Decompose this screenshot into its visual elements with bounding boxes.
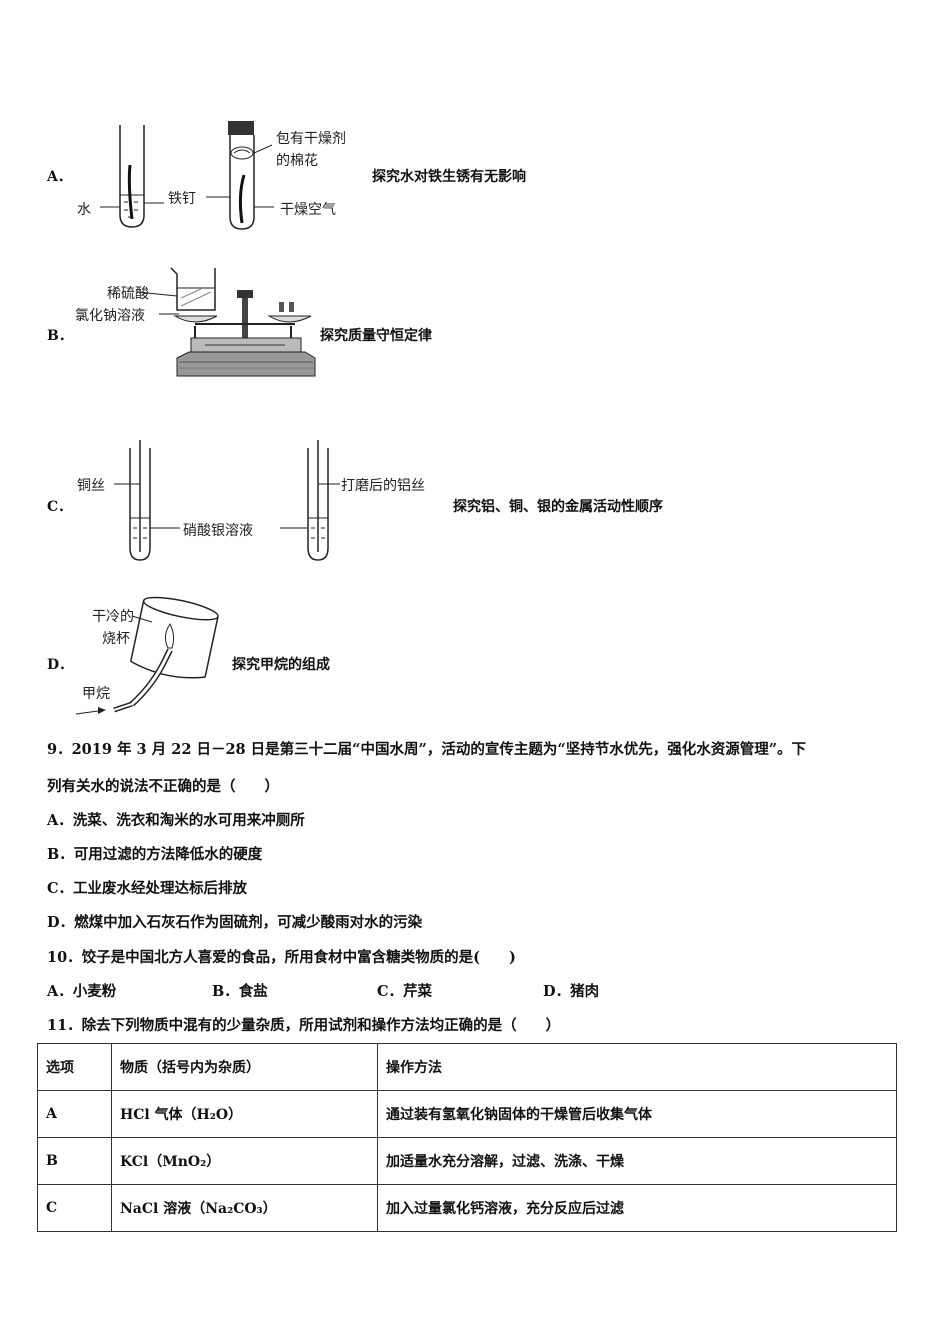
label-water: 水 [77, 202, 91, 218]
option-d-letter: D． [47, 657, 74, 673]
header-substance: 物质（括号内为杂质） [111, 1043, 378, 1091]
label-dry-cold-1: 干冷的 [92, 609, 134, 625]
row-option: C [37, 1184, 112, 1232]
table-row: B KCl（MnO₂） 加适量水充分溶解，过滤、洗涤、干燥 [37, 1137, 897, 1185]
q11-stem: 11．除去下列物质中混有的少量杂质，所用试剂和操作方法均正确的是（ ） [47, 1017, 561, 1034]
table-row: A HCl 气体（H₂O） 通过装有氢氧化钠固体的干燥管后收集气体 [37, 1090, 897, 1138]
option-a-letter: A． [47, 169, 72, 185]
option-d-description: 探究甲烷的组成 [232, 657, 330, 673]
row-method: 加适量水充分溶解，过滤、洗涤、干燥 [377, 1137, 897, 1185]
q10-option-a: A．小麦粉 [47, 983, 117, 1000]
label-dry-cold-2: 烧杯 [102, 631, 130, 647]
label-polished-aluminum-wire: 打磨后的铝丝 [341, 478, 425, 494]
table-row: C NaCl 溶液（Na₂CO₃） 加入过量氯化钙溶液，充分反应后过滤 [37, 1184, 897, 1232]
q10-option-d: D．猪肉 [543, 983, 600, 1000]
q9-option-b: B．可用过滤的方法降低水的硬度 [47, 846, 263, 863]
header-method: 操作方法 [377, 1043, 897, 1091]
row-substance: NaCl 溶液（Na₂CO₃） [111, 1184, 378, 1232]
row-option: B [37, 1137, 112, 1185]
q10-option-c: C．芹菜 [377, 983, 433, 1000]
label-dry-air: 干燥空气 [280, 202, 336, 218]
metal-activity-figure [114, 440, 340, 561]
option-c-description: 探究铝、铜、银的金属活动性顺序 [453, 499, 663, 515]
label-methane: 甲烷 [82, 686, 110, 702]
label-silver-nitrate-solution: 硝酸银溶液 [183, 523, 253, 539]
row-method: 加入过量氯化钙溶液，充分反应后过滤 [377, 1184, 897, 1232]
q9-stem-line2: 列有关水的说法不正确的是（ ） [47, 778, 279, 795]
q9-option-a: A．洗菜、洗衣和淘米的水可用来冲厕所 [47, 812, 305, 829]
option-c-letter: C． [47, 499, 73, 515]
option-a-description: 探究水对铁生锈有无影响 [372, 169, 526, 185]
q9-stem-line1: 9．2019 年 3 月 22 日－28 日是第三十二届“中国水周”，活动的宣传… [47, 741, 807, 758]
balance-figure [136, 267, 316, 377]
label-dilute-sulfuric-acid: 稀硫酸 [107, 286, 149, 302]
q9-option-c: C．工业废水经处理达标后排放 [47, 880, 248, 897]
row-substance: HCl 气体（H₂O） [111, 1090, 378, 1138]
option-b-letter: B． [47, 328, 73, 344]
q10-stem: 10．饺子是中国北方人喜爱的食品，所用食材中富含糖类物质的是( ) [47, 949, 516, 966]
header-option: 选项 [37, 1043, 112, 1091]
q10-option-b: B．食盐 [212, 983, 268, 1000]
row-option: A [37, 1090, 112, 1138]
q9-option-d: D．燃煤中加入石灰石作为固硫剂，可减少酸雨对水的污染 [47, 914, 423, 931]
label-iron-nail: 铁钉 [168, 191, 196, 207]
label-cotton-2: 的棉花 [276, 153, 318, 169]
label-copper-wire: 铜丝 [77, 478, 105, 494]
label-sodium-chloride-solution: 氯化钠溶液 [75, 308, 145, 324]
purification-table: 选项 物质（括号内为杂质） 操作方法 A HCl 气体（H₂O） 通过装有氢氧化… [37, 1043, 897, 1232]
label-cotton-1: 包有干燥剂 [276, 131, 346, 147]
table-header-row: 选项 物质（括号内为杂质） 操作方法 [37, 1043, 897, 1091]
option-b-description: 探究质量守恒定律 [320, 328, 432, 344]
methane-combustion-figure [75, 596, 219, 715]
rust-experiment-figure [100, 121, 274, 230]
row-method: 通过装有氢氧化钠固体的干燥管后收集气体 [377, 1090, 897, 1138]
row-substance: KCl（MnO₂） [111, 1137, 378, 1185]
